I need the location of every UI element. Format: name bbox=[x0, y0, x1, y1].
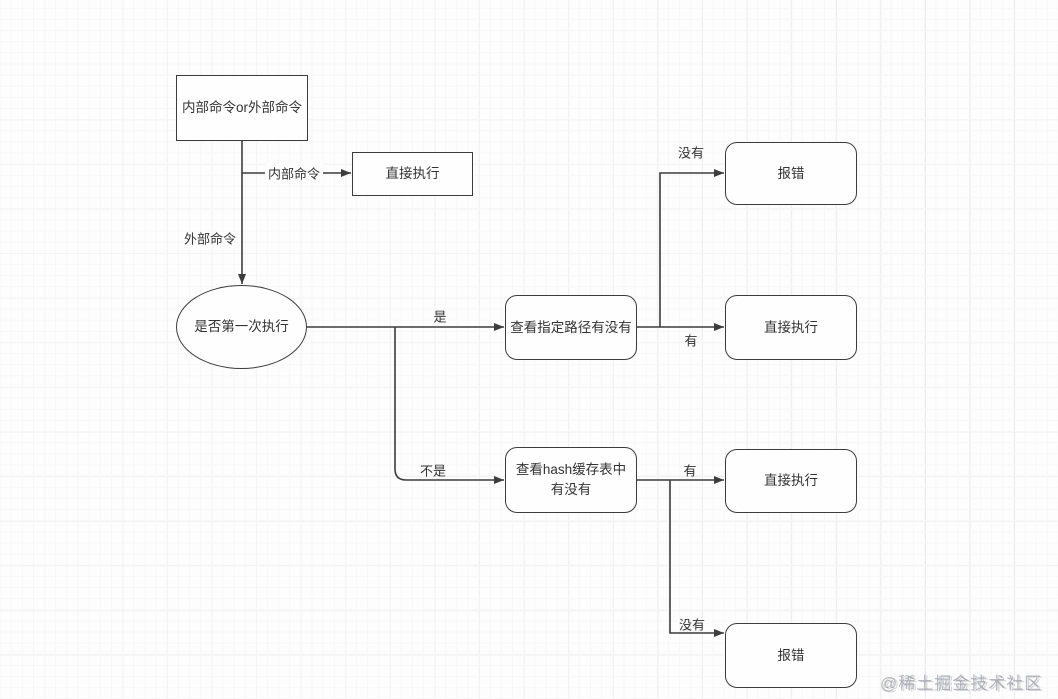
edge-label-yes: 是 bbox=[433, 309, 447, 325]
edge-label-path-missing: 没有 bbox=[677, 145, 705, 161]
edge-no-to-check-hash bbox=[394, 327, 504, 484]
node-execute-directly-path: 直接执行 bbox=[725, 295, 857, 360]
edge-label-hash-exists: 有 bbox=[683, 463, 697, 479]
edge-label-path-exists: 有 bbox=[684, 333, 698, 349]
node-error-path: 报错 bbox=[725, 142, 857, 205]
edge-label-no: 不是 bbox=[419, 463, 447, 479]
edge-label-external-command: 外部命令 bbox=[183, 231, 237, 247]
node-execute-directly-hash: 直接执行 bbox=[725, 449, 857, 513]
edge-label-internal-command: 内部命令 bbox=[264, 163, 324, 183]
edge-path-missing-to-error bbox=[659, 169, 724, 327]
node-label: 内部命令or外部命令 bbox=[181, 100, 302, 116]
node-label: 直接执行 bbox=[385, 166, 440, 182]
watermark: @稀土掘金技术社区 bbox=[880, 674, 1043, 693]
node-label: 报错 bbox=[777, 647, 805, 663]
node-label: 查看指定路径有没有 bbox=[510, 319, 632, 335]
node-label: 是否第一次执行 bbox=[194, 319, 289, 335]
node-check-hash-cache: 查看hash缓存表中有没有 bbox=[505, 447, 637, 513]
node-check-specified-path: 查看指定路径有没有 bbox=[505, 295, 637, 360]
node-label: 查看hash缓存表中有没有 bbox=[515, 462, 627, 497]
node-label: 报错 bbox=[777, 165, 805, 181]
node-label: 直接执行 bbox=[764, 473, 818, 489]
node-execute-directly-internal: 直接执行 bbox=[352, 152, 473, 196]
node-error-hash: 报错 bbox=[725, 623, 857, 688]
edge-label-hash-missing: 没有 bbox=[678, 617, 706, 633]
node-label: 直接执行 bbox=[764, 319, 818, 335]
node-internal-or-external-command: 内部命令or外部命令 bbox=[176, 75, 308, 141]
node-is-first-execution: 是否第一次执行 bbox=[176, 285, 307, 369]
edge-hash-missing-to-error bbox=[669, 480, 724, 637]
